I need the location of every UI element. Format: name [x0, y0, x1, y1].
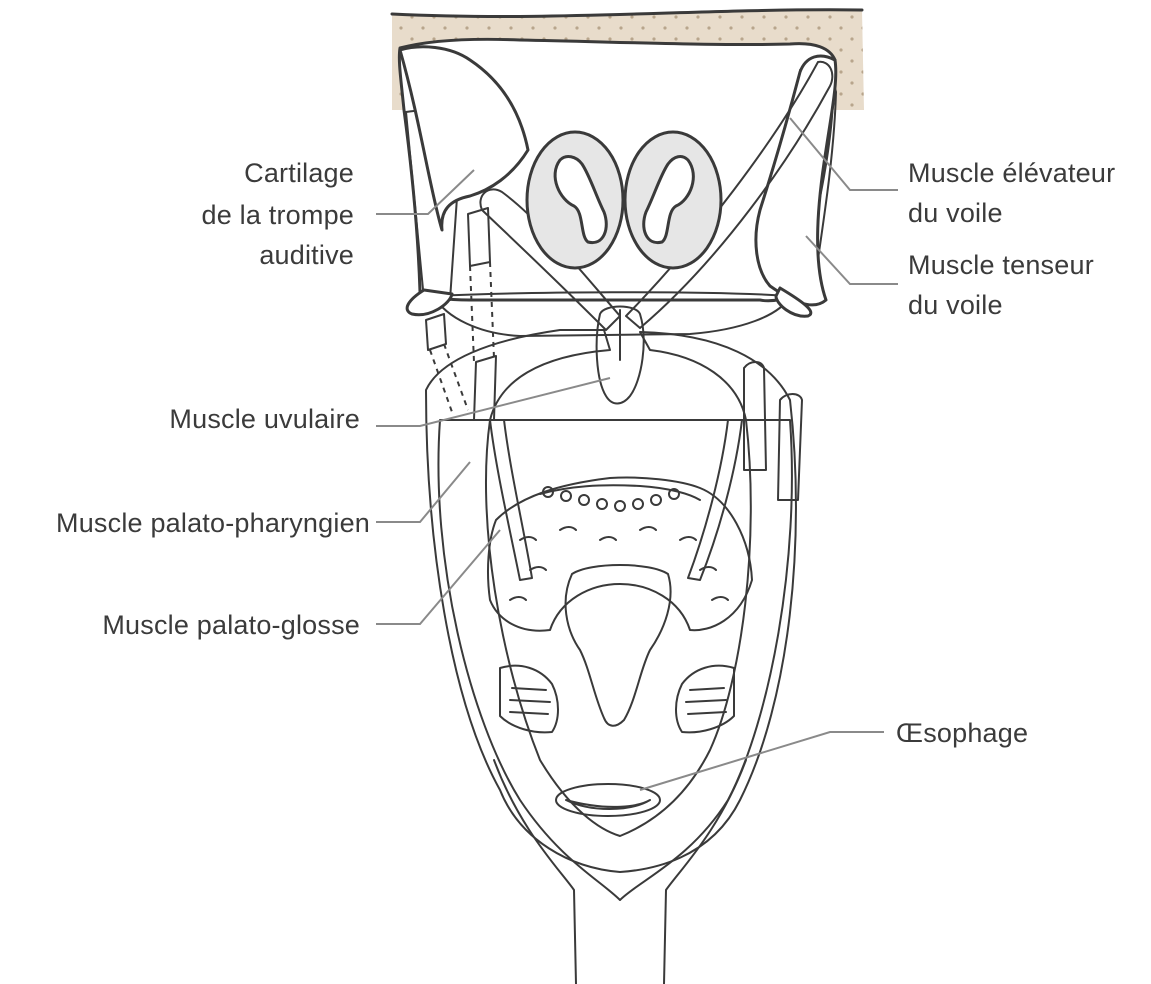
tongue-papillae	[543, 487, 679, 511]
label-cartilage-line1: Cartilage	[244, 158, 354, 188]
label-palato-pharyngien: Muscle palato-pharyngien	[56, 508, 370, 538]
epiglottis-larynx	[500, 565, 734, 732]
label-tenseur-line1: Muscle tenseur	[908, 250, 1094, 280]
label-oesophage: Œsophage	[896, 718, 1028, 748]
label-elevateur-line2: du voile	[908, 198, 1003, 228]
label-tenseur-line2: du voile	[908, 290, 1003, 320]
label-palato-glosse: Muscle palato-glosse	[102, 610, 360, 640]
label-cartilage-line2: de la trompe	[202, 200, 354, 230]
muscle-palato-glosse	[490, 420, 742, 580]
uvula	[597, 307, 644, 404]
label-elevateur-line1: Muscle élévateur	[908, 158, 1115, 188]
label-cartilage-line3: auditive	[259, 240, 354, 270]
label-uvulaire: Muscle uvulaire	[169, 404, 360, 434]
